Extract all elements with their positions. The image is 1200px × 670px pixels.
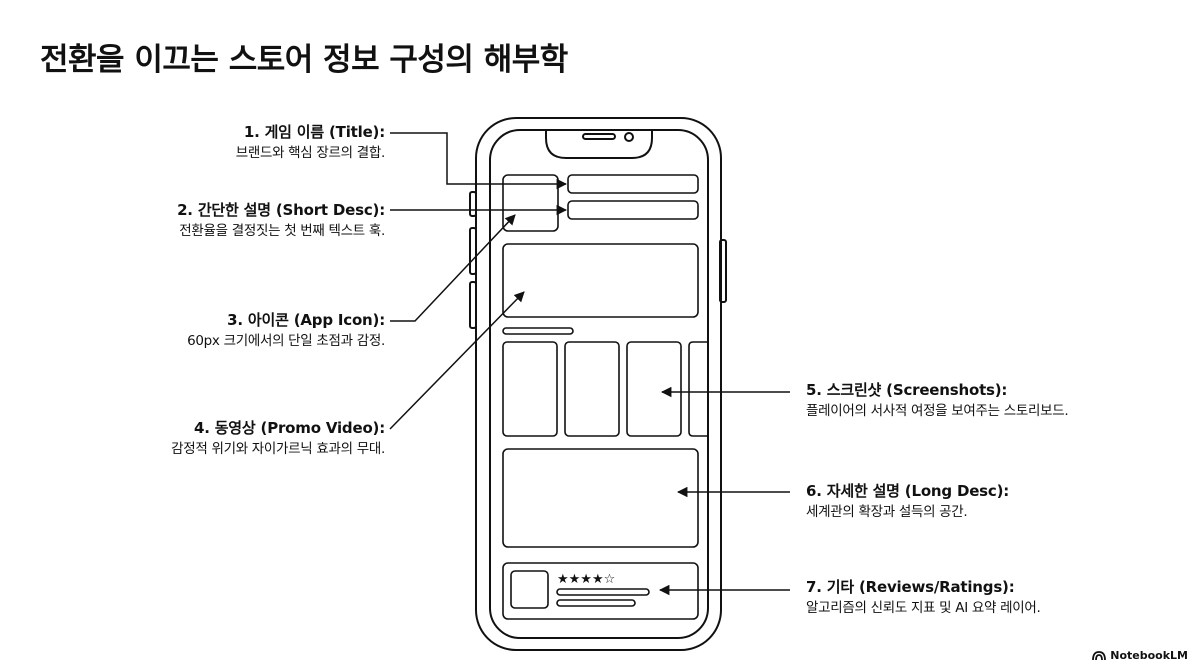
screen-content [502,174,708,620]
callout-long-desc-heading: 6. 자세한 설명 (Long Desc): [806,482,1010,500]
callout-reviews-heading: 7. 기타 (Reviews/Ratings): [806,578,1015,596]
review-line-2 [556,599,636,607]
connector-icon [390,214,516,322]
callout-long-desc-desc: 세계관의 확장과 설득의 공간. [806,503,968,520]
reviewer-avatar [510,570,549,609]
connector-promo-video [389,291,525,430]
review-line-1 [556,588,650,596]
callout-app-icon-desc: 60px 크기에서의 단일 초점과 감정. [187,332,385,349]
callout-app-icon: 3. 아이콘 (App Icon): 60px 크기에서의 단일 초점과 감정. [187,311,385,350]
promo-video-box [502,243,699,318]
screenshot-thumb-1 [502,341,558,437]
callout-reviews-desc: 알고리즘의 신뢰도 지표 및 AI 요약 레이어. [806,599,1041,616]
notebooklm-logo-icon [1092,650,1107,660]
phone-outer-frame [475,117,722,651]
callout-short-desc-desc: 전환율을 결정짓는 첫 번째 텍스트 훅. [179,222,385,239]
callout-short-desc: 2. 간단한 설명 (Short Desc): 전환율을 결정짓는 첫 번째 텍… [177,201,385,240]
callout-screenshots-heading: 5. 스크린샷 (Screenshots): [806,381,1008,399]
connector-lines [389,132,790,596]
callout-long-desc: 6. 자세한 설명 (Long Desc): 세계관의 확장과 설득의 공간. [806,482,1009,521]
callout-app-icon-heading: 3. 아이콘 (App Icon): [227,311,385,329]
screenshot-thumb-4-partial [688,341,708,437]
callout-reviews: 7. 기타 (Reviews/Ratings): 알고리즘의 신뢰도 지표 및 … [806,578,1041,617]
title-bar [567,174,699,194]
callout-screenshots: 5. 스크린샷 (Screenshots): 플레이어의 서사적 여정을 보여주… [806,381,1069,420]
phone-screen [489,129,709,639]
page-title: 전환을 이끄는 스토어 정보 구성의 해부학 [40,42,568,78]
rating-stars: ★★★★☆ [557,572,615,587]
screenshot-thumb-3 [626,341,682,437]
section-heading-bar [502,327,574,335]
phone-body [469,117,727,651]
long-desc-box [502,448,699,548]
screenshot-thumb-2 [564,341,620,437]
phone-camera [624,132,634,142]
phone-notch [545,130,653,159]
callout-promo-video-desc: 감정적 위기와 자이가르닉 효과의 무대. [171,440,385,457]
callout-screenshots-desc: 플레이어의 서사적 여정을 보여주는 스토리보드. [806,402,1069,419]
callout-promo-video: 4. 동영상 (Promo Video): 감정적 위기와 자이가르닉 효과의 … [171,419,385,458]
callout-promo-video-heading: 4. 동영상 (Promo Video): [193,419,385,437]
connector-title [390,132,568,190]
callout-title: 1. 게임 이름 (Title): 브랜드와 핵심 장르의 결합. [235,123,386,162]
callout-title-heading: 1. 게임 이름 (Title): [243,123,385,141]
callout-title-desc: 브랜드와 핵심 장르의 결합. [235,144,386,161]
short-desc-bar [567,200,699,220]
callout-short-desc-heading: 2. 간단한 설명 (Short Desc): [177,201,385,219]
app-icon-box [502,174,559,232]
phone-speaker [582,133,616,140]
reviews-box [502,562,699,620]
brand-name: NotebookLM [1110,649,1188,662]
notebooklm-watermark: NotebookLM [1092,649,1188,662]
